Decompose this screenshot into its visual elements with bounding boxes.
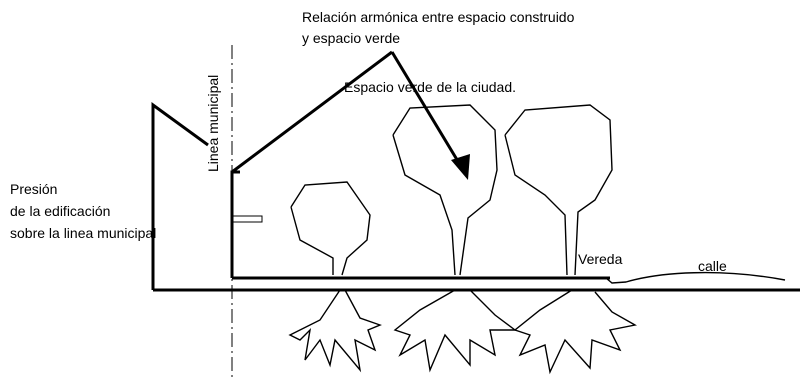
street-label: calle <box>698 258 727 274</box>
municipal-line-label: Linea municipal <box>205 74 221 172</box>
sidewalk-label: Vereda <box>578 251 623 267</box>
relation-label-line2: y espacio verde <box>302 30 401 46</box>
pressure-label-line2: de la edificación <box>10 203 111 219</box>
tree-crown-3 <box>504 104 613 276</box>
tree-crown-1 <box>290 181 371 276</box>
tree-roots-3 <box>513 289 637 375</box>
street-curve <box>605 271 786 284</box>
tree-roots-1 <box>288 289 382 373</box>
pressure-label-line1: Presión <box>10 181 58 197</box>
building-roof <box>231 50 393 174</box>
arrow-head <box>451 154 470 180</box>
tree-crown-2 <box>392 104 498 276</box>
harmonic-building <box>230 170 240 278</box>
tree-roots-2 <box>393 289 518 373</box>
green-space-label: Espacio verde de la ciudad. <box>344 79 516 95</box>
arrow-line <box>390 51 464 169</box>
pressure-building <box>151 102 209 290</box>
pressure-label-line3: sobre la linea municipal <box>10 225 157 241</box>
balcony <box>231 215 263 223</box>
relation-label-line1: Relación armónica entre espacio construi… <box>302 9 575 25</box>
